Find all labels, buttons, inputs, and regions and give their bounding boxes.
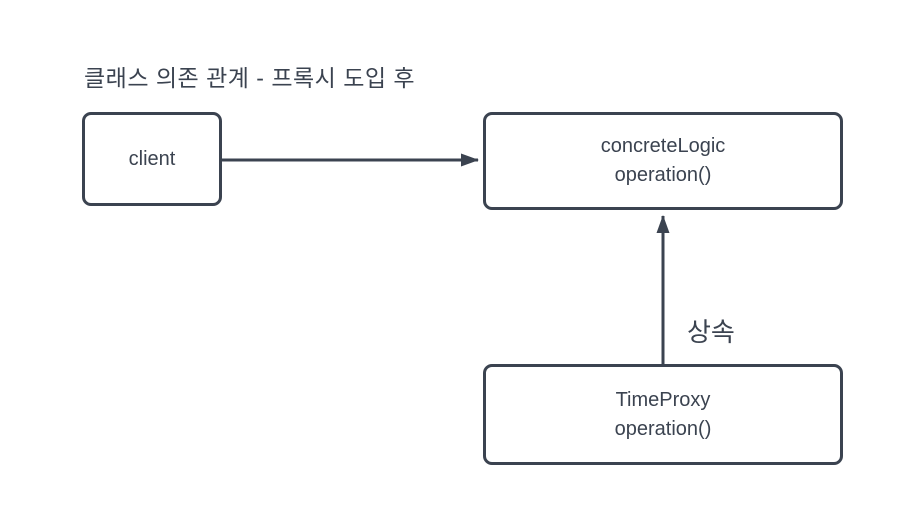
node-timeproxy-name: TimeProxy — [615, 388, 711, 411]
node-client: client — [82, 112, 222, 206]
node-concretelogic-name: concreteLogic — [600, 135, 726, 157]
node-concretelogic: concreteLogic operation() — [483, 112, 843, 210]
edge-label-inheritance: 상속 — [687, 317, 735, 347]
diagram-title: 클래스 의존 관계 - 프록시 도입 후 — [84, 65, 416, 91]
node-concretelogic-operation: operation() — [614, 164, 712, 186]
node-client-label: client — [128, 147, 176, 170]
node-timeproxy: TimeProxy operation() — [483, 364, 843, 465]
node-timeproxy-operation: operation() — [614, 417, 712, 440]
